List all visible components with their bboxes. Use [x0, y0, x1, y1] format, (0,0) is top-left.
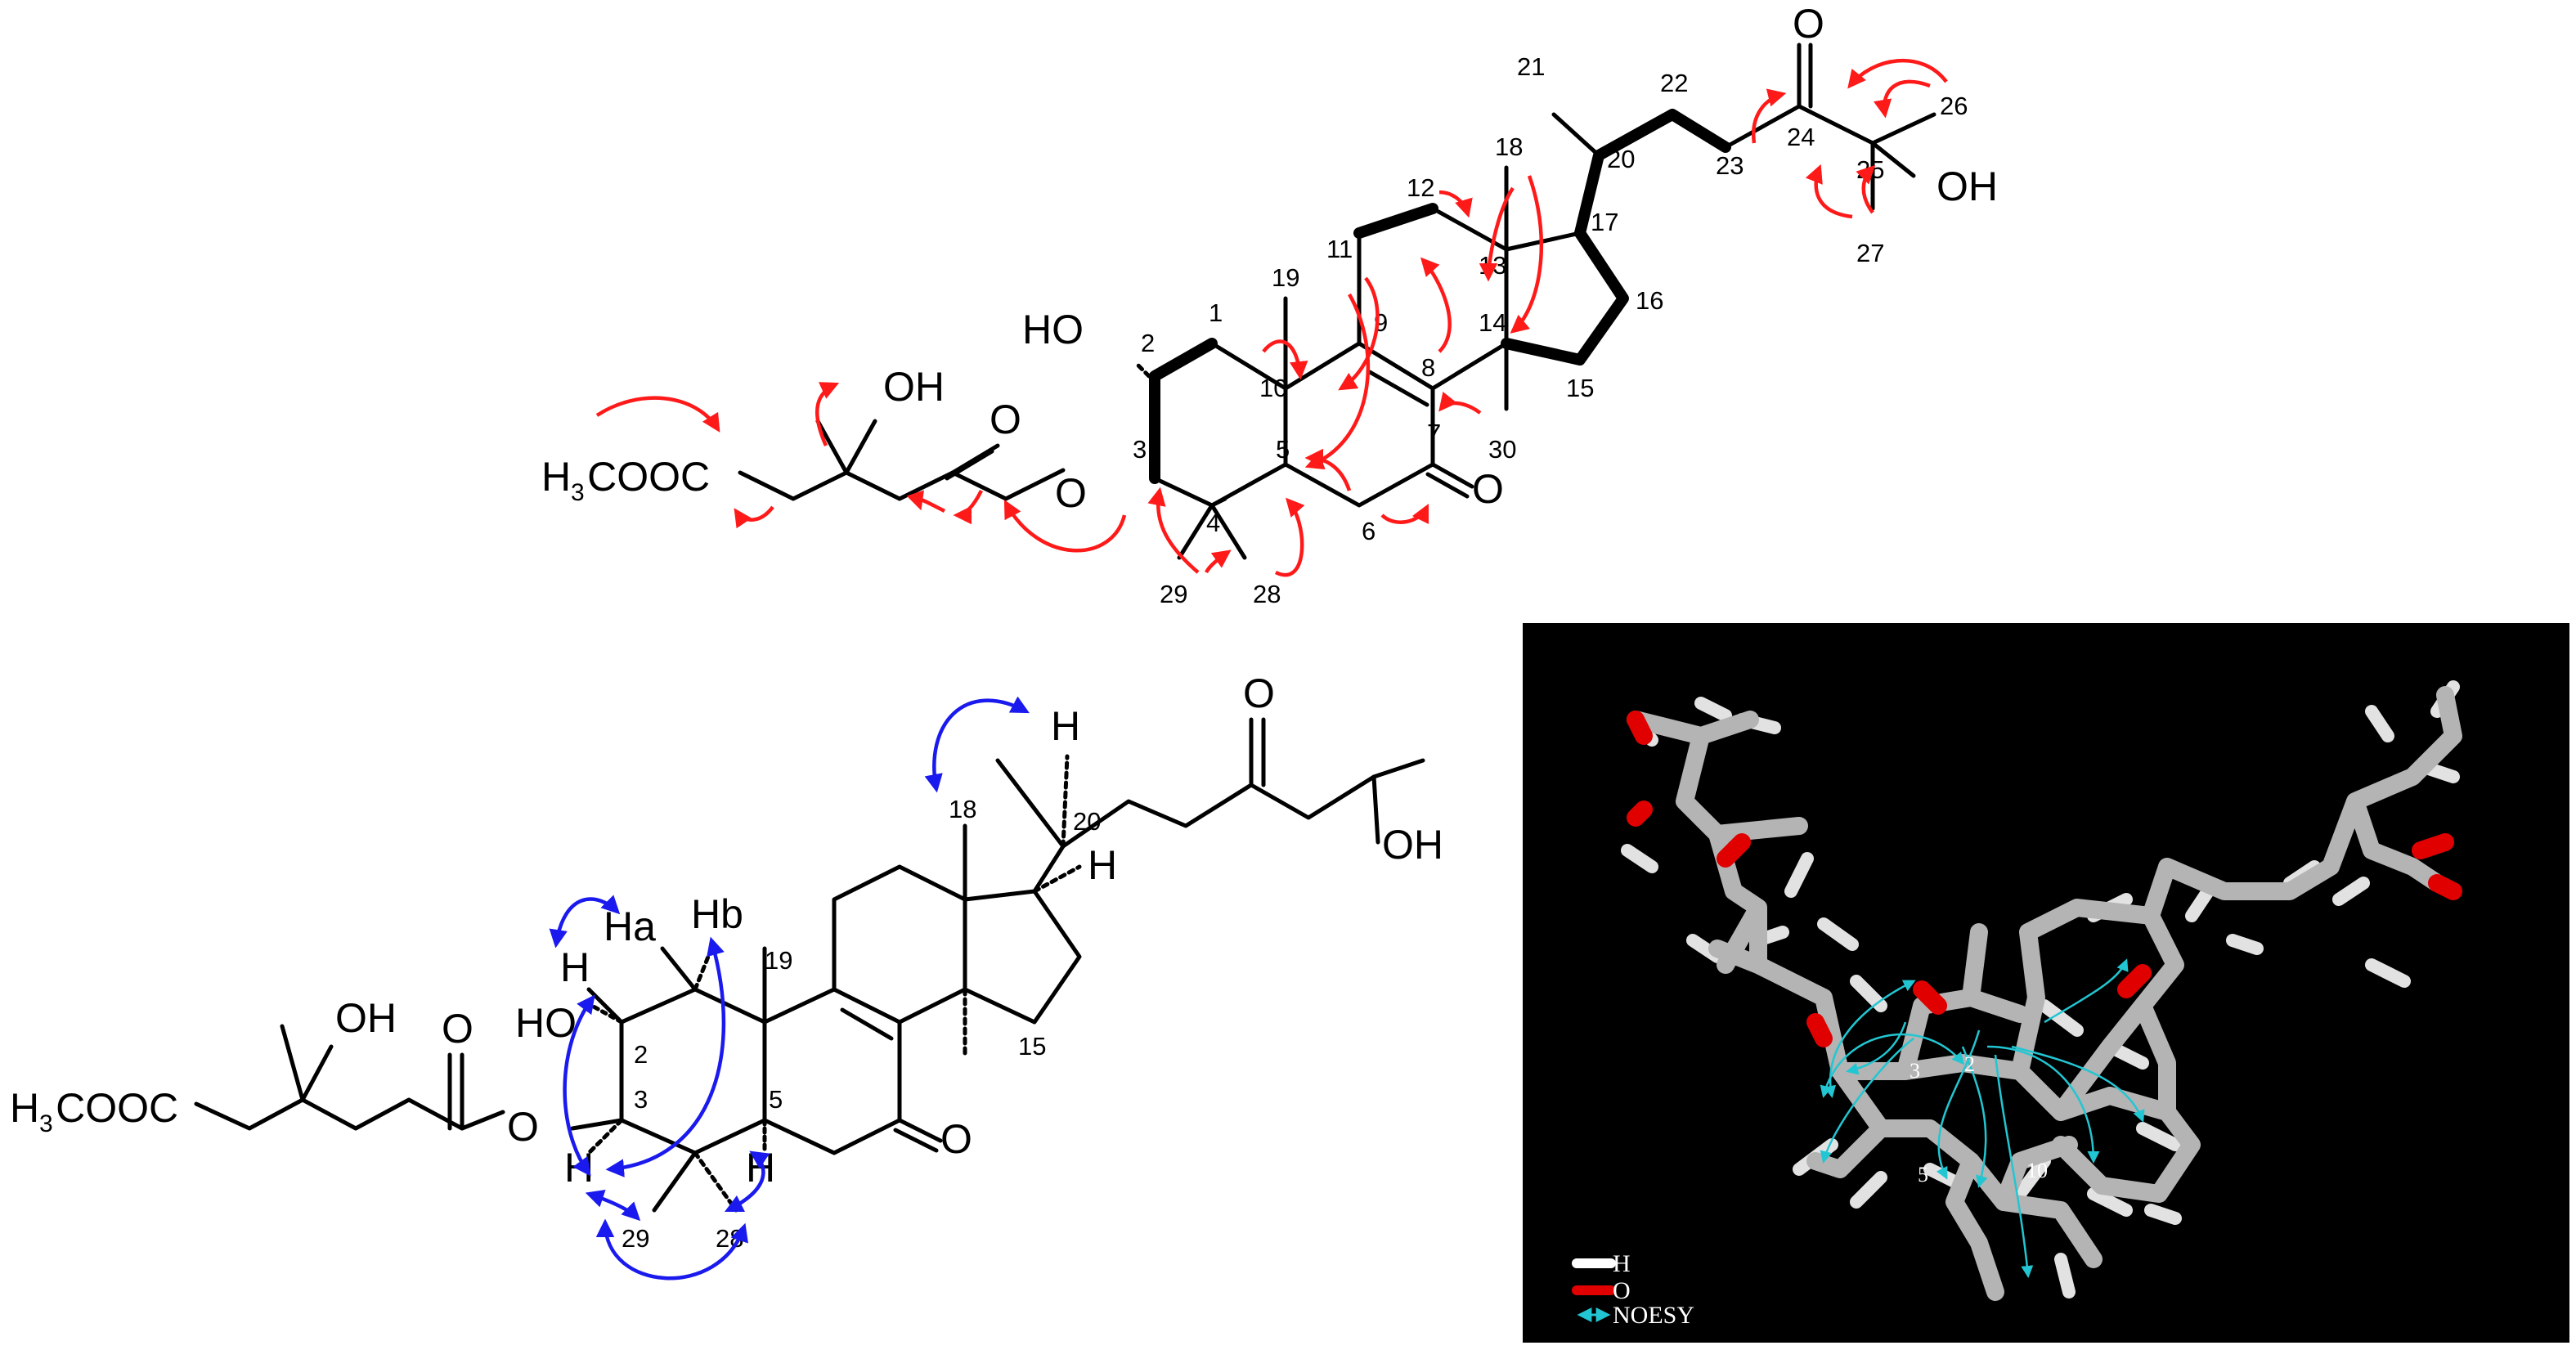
bottom-num-29: 29: [622, 1224, 649, 1253]
top-c2-ho-label: HO: [1022, 307, 1084, 352]
top-num-30: 30: [1488, 435, 1516, 464]
top-num-15: 15: [1566, 374, 1594, 402]
model-3d-panel: 2 3 5 10 H O NOESY: [1523, 623, 2569, 1343]
top-carbon-numbers: 1 2 3 4 5 6 7 8 9 10 11 12 13 14 15 16 1…: [1133, 52, 1968, 608]
hmbc-arrows: [595, 58, 1948, 577]
bottom-h2-label: H: [560, 944, 590, 990]
top-num-3: 3: [1133, 435, 1147, 464]
top-num-2: 2: [1141, 329, 1155, 357]
top-num-20: 20: [1607, 145, 1635, 173]
top-num-8: 8: [1421, 353, 1435, 382]
top-num-16: 16: [1636, 286, 1663, 315]
bottom-num-15: 15: [1018, 1032, 1046, 1061]
top-num-10: 10: [1259, 374, 1287, 402]
bottom-num-2: 2: [634, 1040, 648, 1069]
bottom-ester-subscript: 3: [39, 1110, 53, 1137]
bottom-c2-ho-label: HO: [515, 1000, 577, 1046]
top-num-14: 14: [1479, 308, 1506, 337]
bottom-num-19: 19: [765, 946, 792, 975]
model-num-3: 3: [1910, 1059, 1920, 1083]
top-ester-group-label: H COOC: [541, 454, 710, 500]
bottom-h17-label: H: [1088, 842, 1117, 888]
noesy-3d-arrows: [1820, 958, 2145, 1278]
top-num-23: 23: [1716, 151, 1744, 180]
bottom-carbon-numbers: 2 3 5 15 18 19 20 28 29: [622, 795, 1101, 1253]
legend-h-label: H: [1613, 1250, 1631, 1277]
top-num-1: 1: [1209, 298, 1223, 327]
bottom-ha-label: Ha: [604, 904, 656, 949]
noesy-arrows: [549, 696, 1030, 1280]
top-num-19: 19: [1272, 263, 1299, 292]
bottom-carbonyl-o-label: O: [442, 1006, 473, 1052]
bottom-c25-oh-label: OH: [1382, 822, 1443, 868]
bottom-ester-group-label: H COOC: [10, 1085, 178, 1131]
top-num-7: 7: [1427, 419, 1441, 447]
top-ketone-o24-label: O: [1793, 1, 1824, 47]
legend-noesy-label: NOESY: [1613, 1302, 1694, 1329]
top-num-18: 18: [1495, 132, 1523, 161]
bottom-hb-label: Hb: [691, 891, 743, 937]
top-num-13: 13: [1479, 251, 1506, 280]
bottom-num-5: 5: [769, 1085, 783, 1114]
top-skeleton-bonds: [738, 43, 1936, 560]
model-num-2: 2: [1964, 1052, 1975, 1076]
bottom-ketone-o7-label: O: [940, 1116, 972, 1162]
top-carbonyl-o-label: O: [990, 397, 1021, 442]
top-num-26: 26: [1940, 92, 1968, 120]
bottom-num-18: 18: [949, 795, 976, 823]
top-num-17: 17: [1591, 208, 1618, 236]
top-ketone-o7-label: O: [1472, 466, 1504, 512]
top-num-21: 21: [1517, 52, 1545, 81]
top-num-4: 4: [1206, 509, 1220, 537]
top-ester-o-label: O: [1055, 470, 1087, 516]
top-atom-labels: H COOC OH HO O O O O OH: [541, 1, 1998, 516]
top-c25-oh-label: OH: [1936, 164, 1998, 209]
top-side-oh-label: OH: [883, 364, 945, 410]
bottom-h3-label: H: [564, 1145, 594, 1191]
top-num-24: 24: [1787, 123, 1815, 151]
top-num-5: 5: [1276, 435, 1290, 464]
legend-o-label: O: [1613, 1277, 1631, 1304]
top-ester-subscript: 3: [571, 479, 585, 506]
bottom-h20-label: H: [1051, 703, 1080, 749]
top-num-28: 28: [1253, 580, 1281, 608]
top-structure: H COOC OH HO O O O O OH 1 2 3 4 5 6 7 8 …: [541, 1, 1998, 608]
bottom-num-20: 20: [1073, 807, 1101, 836]
model-num-5: 5: [1918, 1163, 1928, 1186]
top-num-11: 11: [1326, 235, 1353, 263]
model-legend: H O NOESY: [1572, 1250, 1694, 1329]
bottom-structure: H COOC OH HO O O O O OH Ha Hb H H H H H …: [10, 671, 1443, 1280]
top-num-12: 12: [1407, 173, 1434, 202]
bottom-side-oh-label: OH: [335, 995, 397, 1041]
bottom-skeleton-bonds: [194, 717, 1425, 1213]
bottom-ester-o-label: O: [507, 1104, 539, 1150]
bottom-atom-labels: H COOC OH HO O O O O OH Ha Hb H H H H H: [10, 671, 1443, 1191]
bottom-ketone-o24-label: O: [1243, 671, 1275, 716]
top-num-29: 29: [1160, 580, 1187, 608]
bottom-num-3: 3: [634, 1085, 648, 1114]
top-num-27: 27: [1856, 239, 1884, 267]
top-num-22: 22: [1660, 69, 1688, 97]
top-num-6: 6: [1362, 517, 1376, 545]
model-num-10: 10: [2026, 1159, 2048, 1182]
model-atom-numbers: 2 3 5 10: [1910, 1052, 2048, 1186]
